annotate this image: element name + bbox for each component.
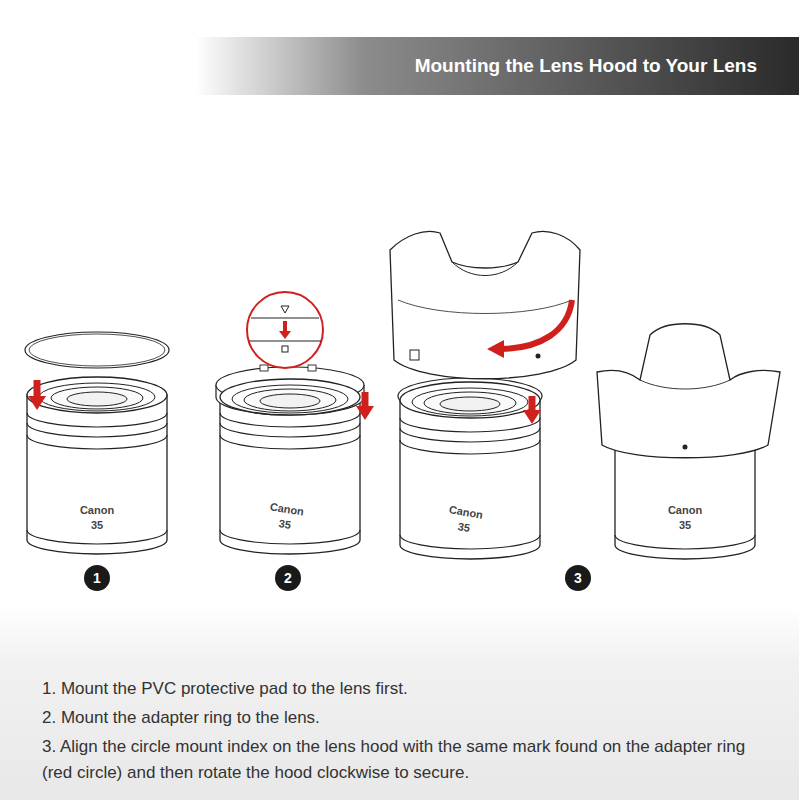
lens-focal-length: 35: [67, 518, 127, 532]
instruction-step: 1. Mount the PVC protective pad to the l…: [42, 676, 767, 702]
instruction-step: 3. Align the circle mount index on the l…: [42, 734, 767, 786]
callout-number: 1: [84, 565, 110, 591]
instruction-step: 2. Mount the adapter ring to the lens.: [42, 705, 767, 731]
lens-brand: Canon: [655, 503, 715, 517]
lens-focal-length: 35: [655, 518, 715, 532]
callout-number: 2: [275, 565, 301, 591]
lens-brand: Canon: [67, 503, 127, 517]
page-title: Mounting the Lens Hood to Your Lens: [415, 54, 757, 78]
callout-number: 3: [565, 565, 591, 591]
